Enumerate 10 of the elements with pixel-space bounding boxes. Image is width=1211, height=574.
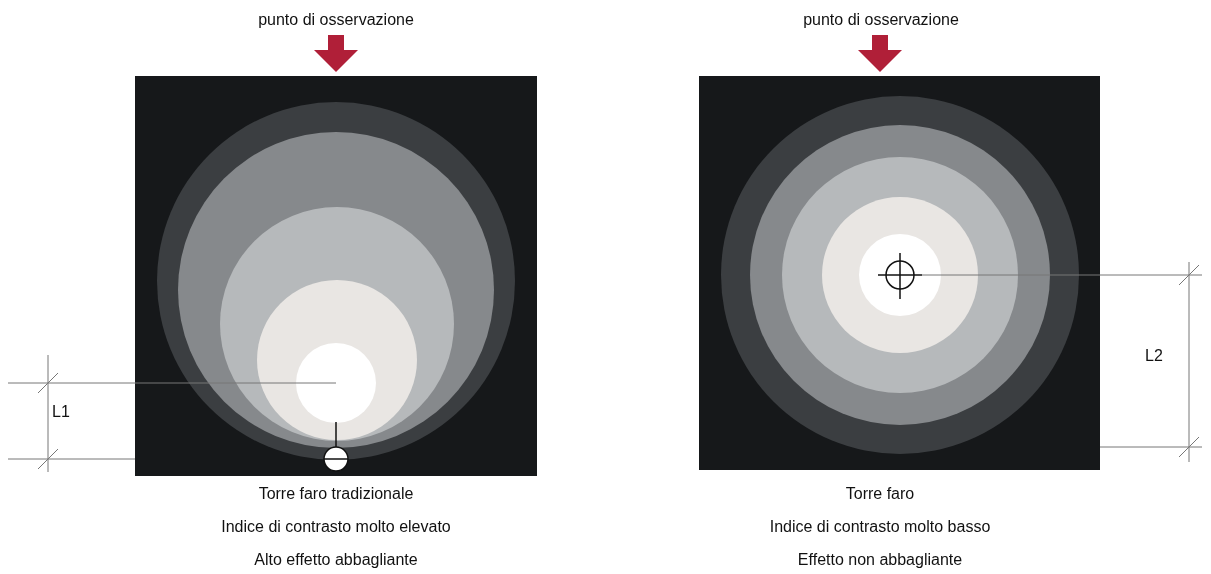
caption-text: Alto effetto abbagliante — [254, 551, 418, 569]
caption-text: Indice di contrasto molto basso — [769, 518, 991, 536]
dimension-label: L1 — [52, 403, 70, 421]
caption-text: Indice di contrasto molto elevato — [221, 518, 451, 536]
caption-text: Effetto non abbagliante — [797, 551, 963, 569]
caption-text: Torre faro — [845, 485, 915, 503]
view-point-label: punto di osservazione — [258, 11, 414, 29]
view-point-label: punto di osservazione — [803, 11, 959, 29]
dimension-label: L2 — [1145, 347, 1163, 365]
caption-text: Torre faro tradizionale — [258, 485, 414, 503]
